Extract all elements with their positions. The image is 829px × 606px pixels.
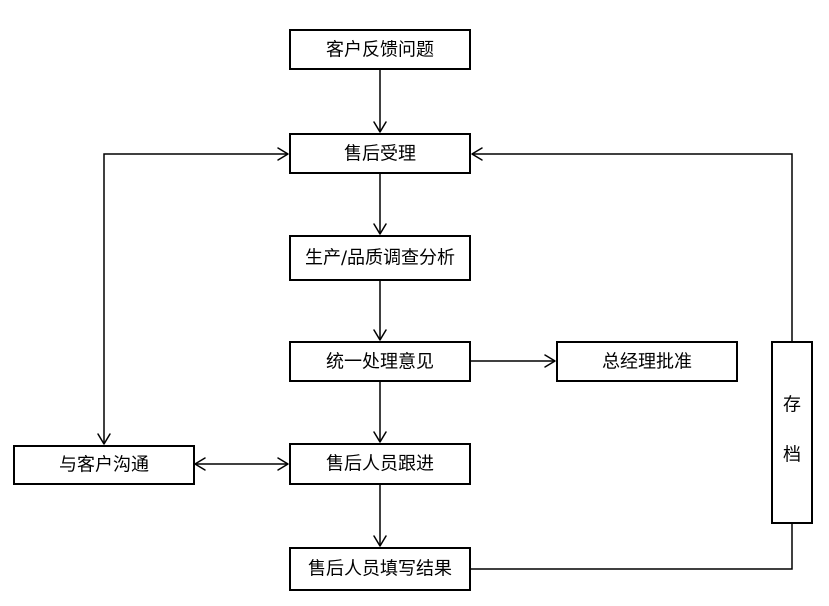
edge-intake-to-analysis: [373, 173, 387, 235]
node-label: 售后受理: [344, 144, 416, 165]
node-after-sales-record-result: 售后人员填写结果: [289, 547, 471, 591]
arrowhead-right-icon: [544, 354, 556, 368]
node-label: 与客户沟通: [59, 455, 149, 476]
edge-archive-to-intake: [471, 147, 793, 342]
edge-communication-followup: [194, 457, 289, 471]
arrowhead-down-icon: [373, 121, 387, 133]
edge-followup-to-record: [373, 484, 387, 547]
arrowhead-down-icon: [373, 535, 387, 547]
arrowhead-right-icon: [277, 457, 289, 471]
edge-opinion-to-approval: [470, 354, 556, 368]
arrowhead-right-icon: [277, 147, 289, 161]
edge-record-to-archive: [470, 523, 793, 570]
node-unified-handling-opinion: 统一处理意见: [289, 341, 471, 382]
arrowhead-left-icon: [471, 147, 483, 161]
edge-communication-intake: [97, 147, 289, 445]
node-label: 售后人员跟进: [326, 454, 434, 475]
node-label: 生产/品质调查分析: [305, 248, 455, 269]
arrowhead-down-icon: [97, 433, 111, 445]
node-production-quality-analysis: 生产/品质调查分析: [289, 235, 471, 281]
arrowhead-down-icon: [373, 329, 387, 341]
node-archive: 存 档: [771, 341, 813, 524]
node-label: 总经理批准: [602, 352, 692, 373]
node-label-archive-bottom: 档: [783, 445, 801, 466]
node-after-sales-followup: 售后人员跟进: [289, 443, 471, 485]
node-label: 售后人员填写结果: [308, 559, 452, 580]
node-label: 客户反馈问题: [326, 40, 434, 61]
node-label: 统一处理意见: [326, 352, 434, 373]
node-gm-approval: 总经理批准: [556, 341, 738, 382]
node-customer-feedback: 客户反馈问题: [289, 29, 471, 70]
arrowhead-down-icon: [373, 431, 387, 443]
arrowhead-down-icon: [373, 223, 387, 235]
edge-analysis-to-opinion: [373, 280, 387, 341]
edge-feedback-to-intake: [373, 69, 387, 133]
node-customer-communication: 与客户沟通: [13, 445, 195, 485]
edge-opinion-to-followup: [373, 381, 387, 443]
node-after-sales-intake: 售后受理: [289, 133, 471, 174]
node-label-archive-top: 存: [783, 395, 801, 416]
